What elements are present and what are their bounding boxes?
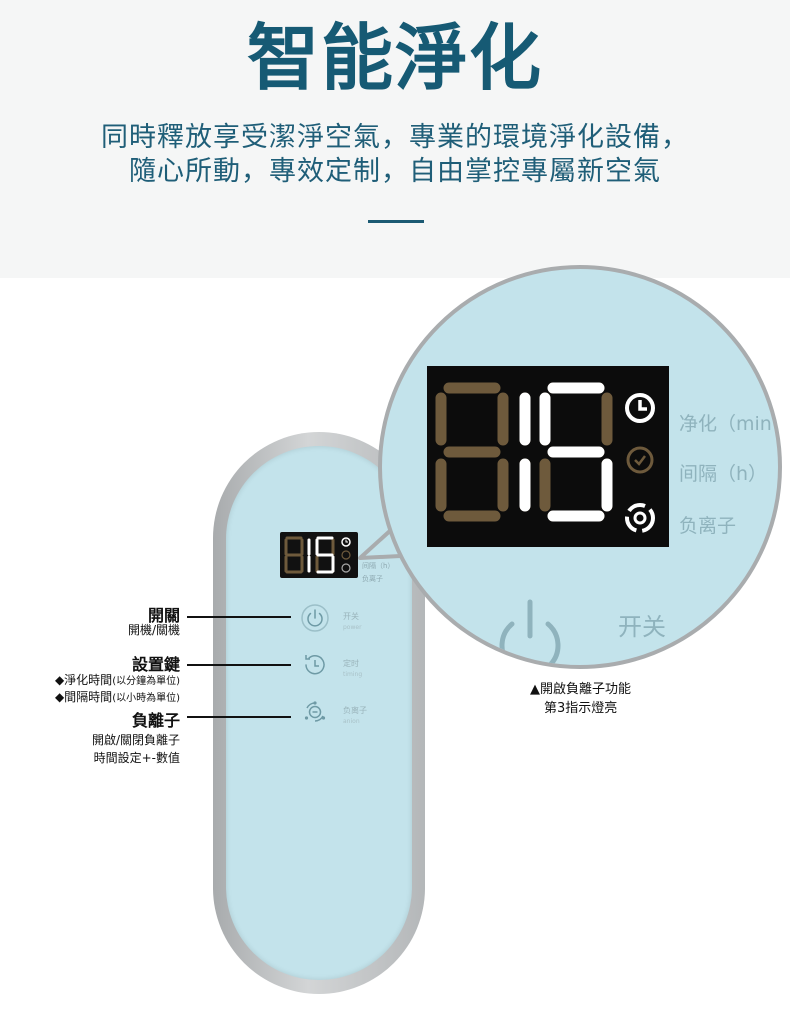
- annotation-power-desc: 開機/關機: [127, 623, 180, 637]
- mini-display: [280, 532, 358, 578]
- zoom-power-icon: [499, 599, 561, 665]
- power-label: 开关: [343, 612, 359, 621]
- zoom-digits: [435, 382, 655, 533]
- power-icon[interactable]: [300, 603, 330, 633]
- annotation-setting-line: [187, 664, 291, 666]
- annotation-anion-desc-2: 時間設定+-數值: [93, 751, 180, 765]
- annotation-power-title: 開關: [147, 606, 180, 625]
- annotation-anion-title: 負離子: [131, 711, 180, 730]
- timing-label: 定时: [343, 659, 359, 668]
- page-title: 智能淨化: [246, 16, 543, 100]
- annotation-anion-desc-1: 開啟/關閉負離子: [91, 733, 180, 747]
- subtitle-line-2: 隨心所動，專效定制，自由掌控專屬新空氣: [129, 156, 661, 187]
- zoom-magnifier: 净化（min 间隔（h） 负离子 开关: [378, 265, 782, 669]
- mini-digits: [284, 536, 351, 574]
- note-line-2: 第3指示燈亮: [544, 701, 618, 716]
- timing-icon[interactable]: [300, 650, 330, 680]
- annotation-setting-title: 設置鍵: [131, 655, 180, 674]
- anion-indicator-icon: [625, 503, 655, 533]
- annotation-power-line: [187, 616, 291, 618]
- annotation-setting-desc-2: ◆間隔時間(以小時為單位): [54, 690, 180, 704]
- zoom-label-anion: 负离子: [679, 515, 737, 537]
- zoom-display: [427, 366, 669, 547]
- zoom-label-power: 开关: [618, 613, 666, 641]
- note-line-1: ▲開啟負離子功能: [530, 682, 631, 697]
- annotation-setting-desc-1: ◆淨化時間(以分鐘為單位): [54, 673, 180, 687]
- annotation-anion-line: [187, 716, 291, 718]
- timer-icon: [626, 446, 654, 474]
- anion-sublabel: anion: [343, 718, 360, 725]
- anion-icon[interactable]: [300, 697, 330, 727]
- mini-label-interval: 间隔（h）: [362, 562, 395, 570]
- zoom-label-purify: 净化（min: [679, 413, 772, 435]
- subtitle-line-1: 同時釋放享受潔淨空氣，專業的環境淨化設備，: [101, 122, 689, 153]
- header-banner: [0, 0, 790, 278]
- clock-icon: [625, 393, 655, 423]
- title-divider: [368, 220, 424, 223]
- mini-label-anion: 负离子: [362, 575, 383, 583]
- timing-sublabel: timing: [343, 671, 363, 678]
- anion-label: 负离子: [343, 706, 367, 715]
- zoom-label-interval: 间隔（h）: [679, 463, 768, 485]
- power-sublabel: power: [343, 624, 362, 631]
